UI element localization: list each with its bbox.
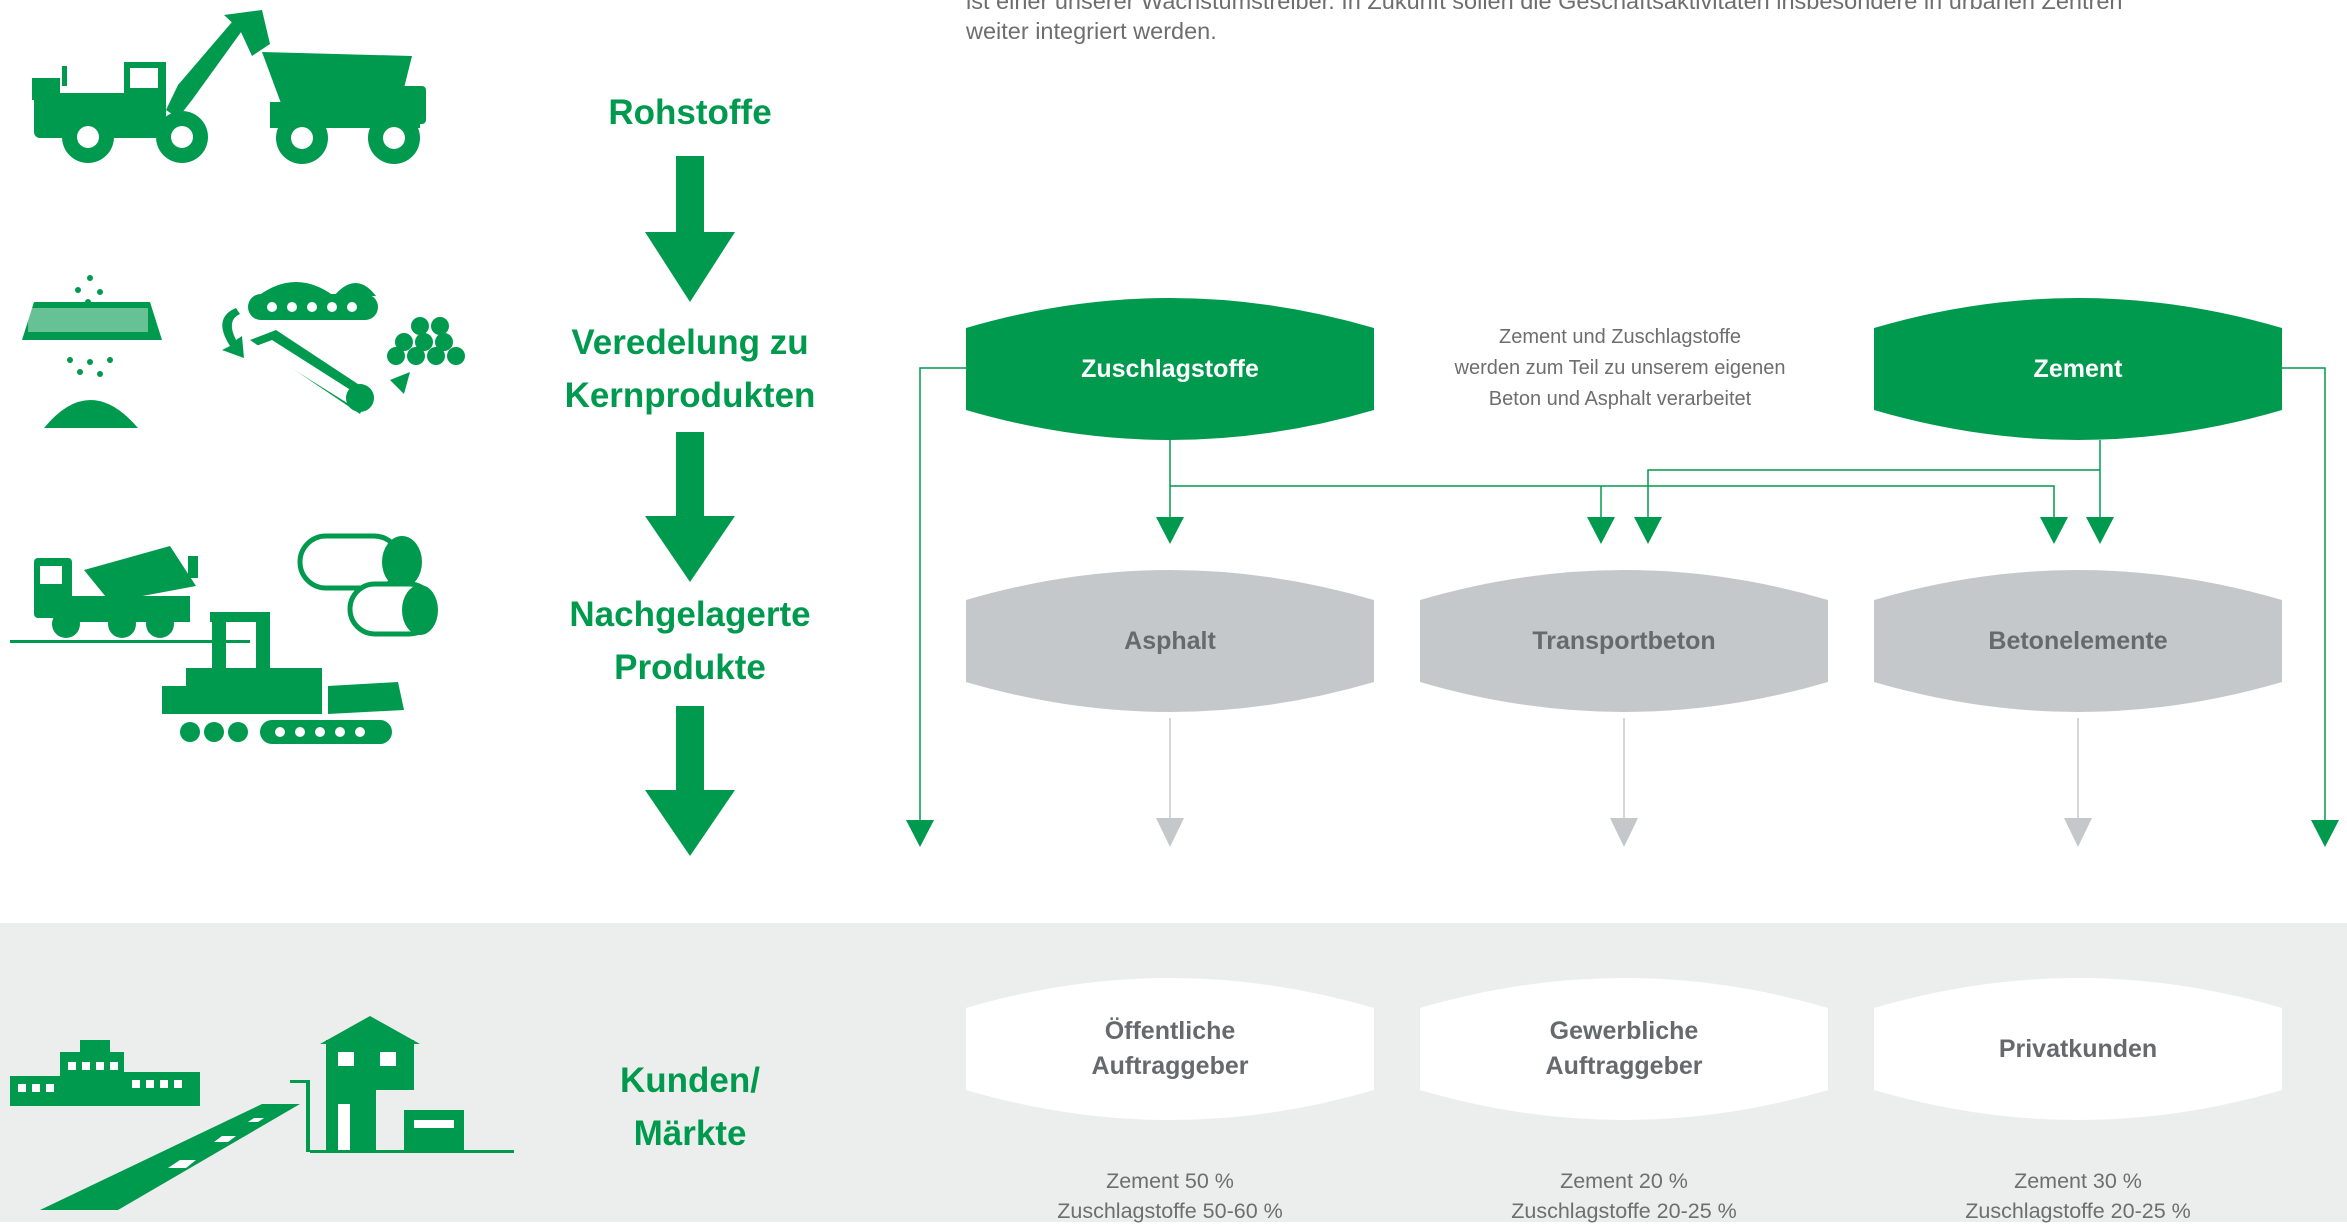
shares-private-aggregates: Zuschlagstoffe 20-25 % <box>1965 1199 2191 1223</box>
core-to-downstream-connectors <box>919 367 2326 820</box>
node-commercial-clients-label: Gewerbliche Auftraggeber <box>1420 998 1828 1100</box>
public-clients-line-1: Öffentliche <box>1104 1017 1236 1045</box>
aggregate-processing-icon <box>22 275 465 428</box>
construction-products-icon <box>10 533 438 744</box>
commercial-clients-line-1: Gewerbliche <box>1549 1017 1699 1045</box>
shares-public-cement: Zement 50 % <box>1106 1169 1234 1193</box>
stage-markets-line-1: Kunden/ <box>620 1061 760 1100</box>
stage-downstream: Nachgelagerte Produkte <box>505 588 875 694</box>
downstream-to-market-connectors <box>1156 718 2092 847</box>
commercial-clients-line-2: Auftraggeber <box>1545 1052 1703 1080</box>
stage-core-products: Veredelung zu Kernprodukten <box>505 316 875 422</box>
shares-public-aggregates: Zuschlagstoffe 50-60 % <box>1057 1199 1283 1223</box>
shares-private-cement: Zement 30 % <box>2014 1169 2142 1193</box>
intro-line-1: ist einer unserer Wachstumstreiber. In Z… <box>966 0 2123 14</box>
stage-raw-materials: Rohstoffe <box>505 86 875 139</box>
core-note-line-1: Zement und Zuschlagstoffe <box>1499 326 1741 348</box>
shares-commercial: Zement 20 % Zuschlagstoffe 20-25 % <box>1420 1166 1828 1226</box>
node-aggregates-label: Zuschlagstoffe <box>1081 354 1259 383</box>
node-private-clients-label: Privatkunden <box>1998 1034 2158 1063</box>
stage-markets-line-2: Märkte <box>633 1114 747 1153</box>
shares-commercial-cement: Zement 20 % <box>1560 1169 1688 1193</box>
stage-core-products-line-1: Veredelung zu <box>571 323 809 362</box>
node-public-clients-label: Öffentliche Auftraggeber <box>966 998 1374 1100</box>
core-note-line-3: Beton und Asphalt verarbeitet <box>1488 388 1752 410</box>
shares-public: Zement 50 % Zuschlagstoffe 50-60 % <box>966 1166 1374 1226</box>
intro-text: ist einer unserer Wachstumstreiber. In Z… <box>966 0 2316 46</box>
stage-markets: Kunden/ Märkte <box>505 1054 875 1160</box>
node-ready-mix-label: Transportbeton <box>1532 626 1716 655</box>
shares-commercial-aggregates: Zuschlagstoffe 20-25 % <box>1511 1199 1737 1223</box>
intro-line-2: weiter integriert werden. <box>966 18 1217 44</box>
stage-core-products-line-2: Kernprodukten <box>564 376 816 415</box>
shares-private: Zement 30 % Zuschlagstoffe 20-25 % <box>1874 1166 2282 1226</box>
stage-downstream-line-2: Produkte <box>614 648 766 687</box>
stage-flow-arrows <box>645 156 735 856</box>
stage-raw-materials-label: Rohstoffe <box>608 93 772 132</box>
node-precast-label: Betonelemente <box>1988 626 2168 655</box>
public-clients-line-2: Auftraggeber <box>1091 1052 1249 1080</box>
city-and-road-icon <box>10 1016 514 1210</box>
connector-arrowheads <box>906 517 2339 847</box>
mining-vehicles-icon <box>32 10 426 164</box>
node-cement-label: Zement <box>2033 354 2123 383</box>
core-note-line-2: werden zum Teil zu unserem eigenen <box>1454 357 1786 379</box>
stage-downstream-line-1: Nachgelagerte <box>569 595 811 634</box>
core-note: Zement und Zuschlagstoffe werden zum Tei… <box>1400 322 1840 415</box>
node-asphalt-label: Asphalt <box>1124 626 1216 655</box>
